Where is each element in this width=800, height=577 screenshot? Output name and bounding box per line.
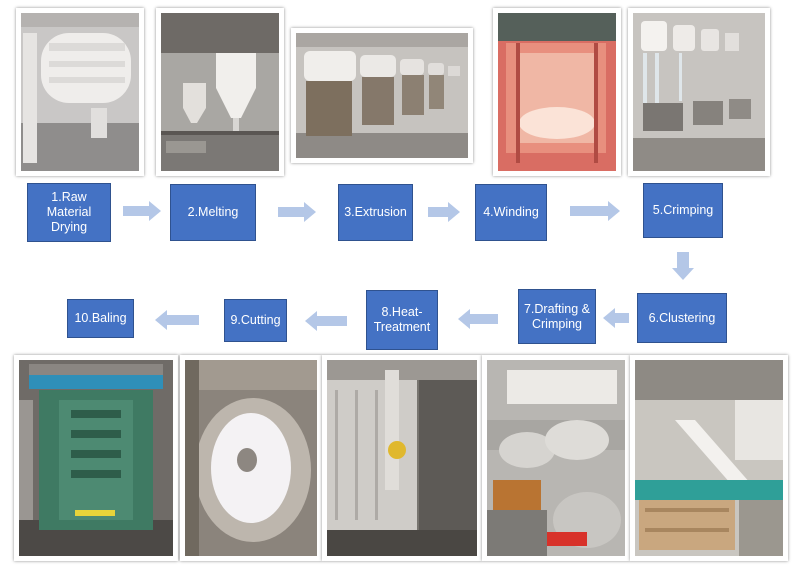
baling-press-photo <box>14 355 178 561</box>
drafting-rollers-photo <box>482 355 630 561</box>
arrow-right-icon <box>428 202 460 222</box>
arrow-right-icon <box>570 201 620 221</box>
step-winding: 4.Winding <box>475 184 547 241</box>
arrow-right-icon <box>278 202 316 222</box>
arrow-left-icon <box>458 309 498 329</box>
arrow-right-icon <box>123 201 161 221</box>
arrow-left-icon <box>155 310 199 330</box>
winding-photo <box>493 8 621 176</box>
step-drafting-crimping: 7.Drafting & Crimping <box>518 289 596 344</box>
arrow-left-icon <box>305 311 347 331</box>
clustering-photo <box>630 355 788 561</box>
step-melting: 2.Melting <box>170 184 256 241</box>
dryer-photo <box>16 8 144 176</box>
melting-hopper-photo <box>156 8 284 176</box>
arrow-left-icon <box>603 308 629 328</box>
step-clustering: 6.Clustering <box>637 293 727 343</box>
crimping-photo <box>628 8 770 176</box>
step-baling: 10.Baling <box>67 299 134 338</box>
step-raw-material-drying: 1.Raw Material Drying <box>27 183 111 242</box>
cutting-photo <box>180 355 322 561</box>
step-extrusion: 3.Extrusion <box>338 184 413 241</box>
step-crimping: 5.Crimping <box>643 183 723 238</box>
extrusion-machines-photo <box>291 28 473 163</box>
step-cutting: 9.Cutting <box>224 299 287 342</box>
step-heat-treatment: 8.Heat-Treatment <box>366 290 438 350</box>
arrow-down-icon <box>672 252 694 280</box>
heat-treatment-oven-photo <box>322 355 482 561</box>
